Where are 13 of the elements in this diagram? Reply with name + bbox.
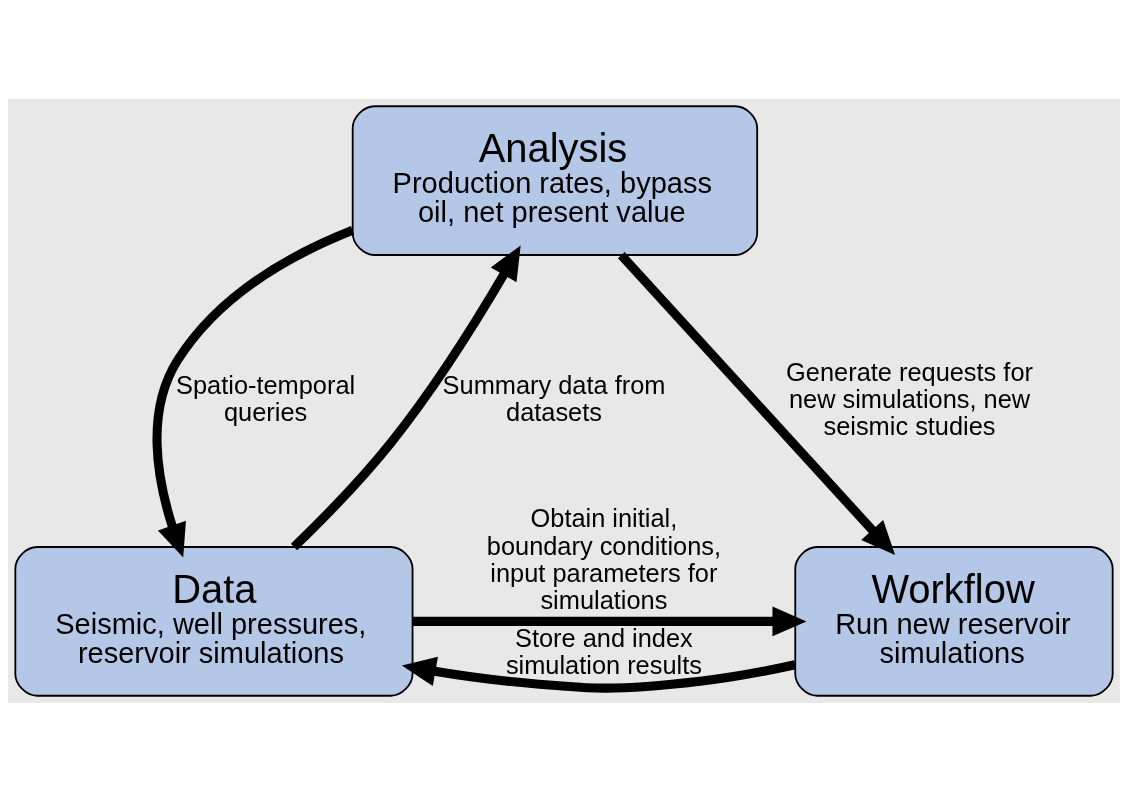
node-box: Workflow Run new reservoir simulations (794, 546, 1114, 697)
node-box: Analysis Production rates, bypass oil, net present value (351, 105, 759, 256)
node-box: Data Seismic, well pressures, reservoir simulations (14, 546, 414, 697)
edge-label: Summary data from datasets (442, 371, 666, 427)
edge-label: Obtain initial, boundary conditions, input parameters for simulations (486, 504, 721, 615)
arrow (412, 606, 807, 637)
arrow (290, 245, 521, 551)
edge-label: Generate requests for new simulations, new seismic studies (786, 357, 1033, 440)
arrow (152, 226, 355, 558)
arrow (401, 656, 797, 693)
arrow (617, 252, 896, 556)
edge-label: Store and index simulation results (505, 624, 702, 680)
edge-label: Spatio-temporal queries (176, 371, 356, 427)
